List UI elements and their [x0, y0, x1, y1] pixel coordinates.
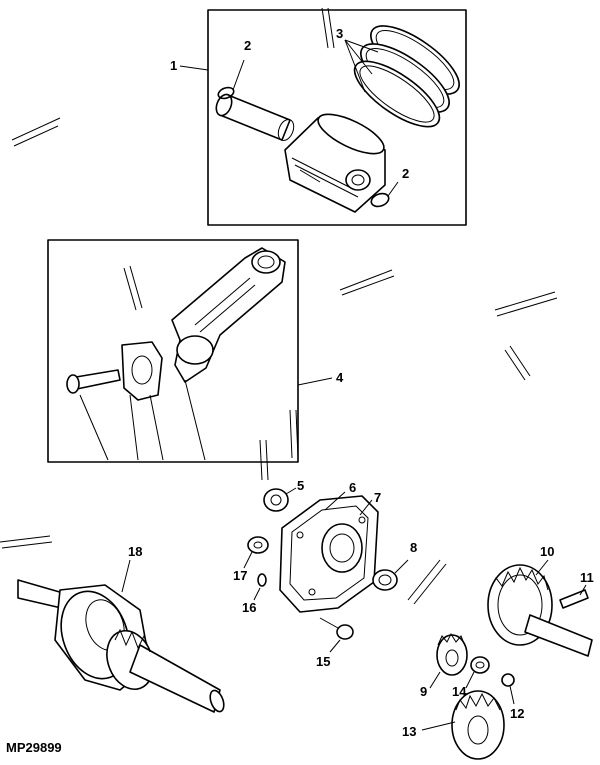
- callout-3: 3: [336, 26, 343, 41]
- connecting-rod-group-box: [47, 239, 299, 463]
- callout-12: 12: [510, 706, 524, 721]
- callout-5: 5: [297, 478, 304, 493]
- connecting-rod: [171, 247, 286, 383]
- cam-gear-13: [451, 690, 505, 760]
- callout-18: 18: [128, 544, 142, 559]
- crankcase-cover: [279, 495, 379, 613]
- pin-clip-left: [217, 86, 235, 100]
- washer-14: [470, 656, 490, 674]
- reference-marks: [0, 7, 558, 605]
- piston: [284, 113, 386, 213]
- callout-2-bottom: 2: [402, 166, 409, 181]
- gear-shaft-11: [559, 589, 589, 609]
- piston-group-box: [207, 9, 467, 226]
- callout-11: 11: [580, 570, 594, 585]
- governor-gear: [487, 564, 593, 657]
- oil-seal: [372, 569, 398, 591]
- callout-15: 15: [316, 654, 330, 669]
- reference-code: MP29899: [6, 740, 62, 755]
- callout-7: 7: [374, 490, 381, 505]
- callout-4: 4: [336, 370, 344, 385]
- callout-17: 17: [233, 568, 247, 583]
- callout-8: 8: [410, 540, 417, 555]
- washer-17: [247, 536, 269, 554]
- callout-10: 10: [540, 544, 554, 559]
- callout-16: 16: [242, 600, 256, 615]
- crankshaft: [17, 579, 225, 713]
- rod-cap: [121, 341, 163, 401]
- callout-9: 9: [420, 684, 427, 699]
- pin-clip-right: [370, 192, 390, 208]
- rod-bolt: [66, 369, 121, 394]
- callout-1: 1: [170, 58, 177, 73]
- small-gear-9: [436, 632, 468, 676]
- callout-2-top: 2: [244, 38, 251, 53]
- callout-14: 14: [452, 684, 467, 699]
- oil-slinger-5: [263, 487, 297, 512]
- pin-16: [257, 573, 267, 587]
- piston-pin: [215, 93, 295, 142]
- callout-6: 6: [349, 480, 356, 495]
- callout-13: 13: [402, 724, 416, 739]
- bolt-15: [336, 624, 354, 640]
- washer-12: [501, 673, 515, 687]
- piston-rings: [344, 25, 460, 128]
